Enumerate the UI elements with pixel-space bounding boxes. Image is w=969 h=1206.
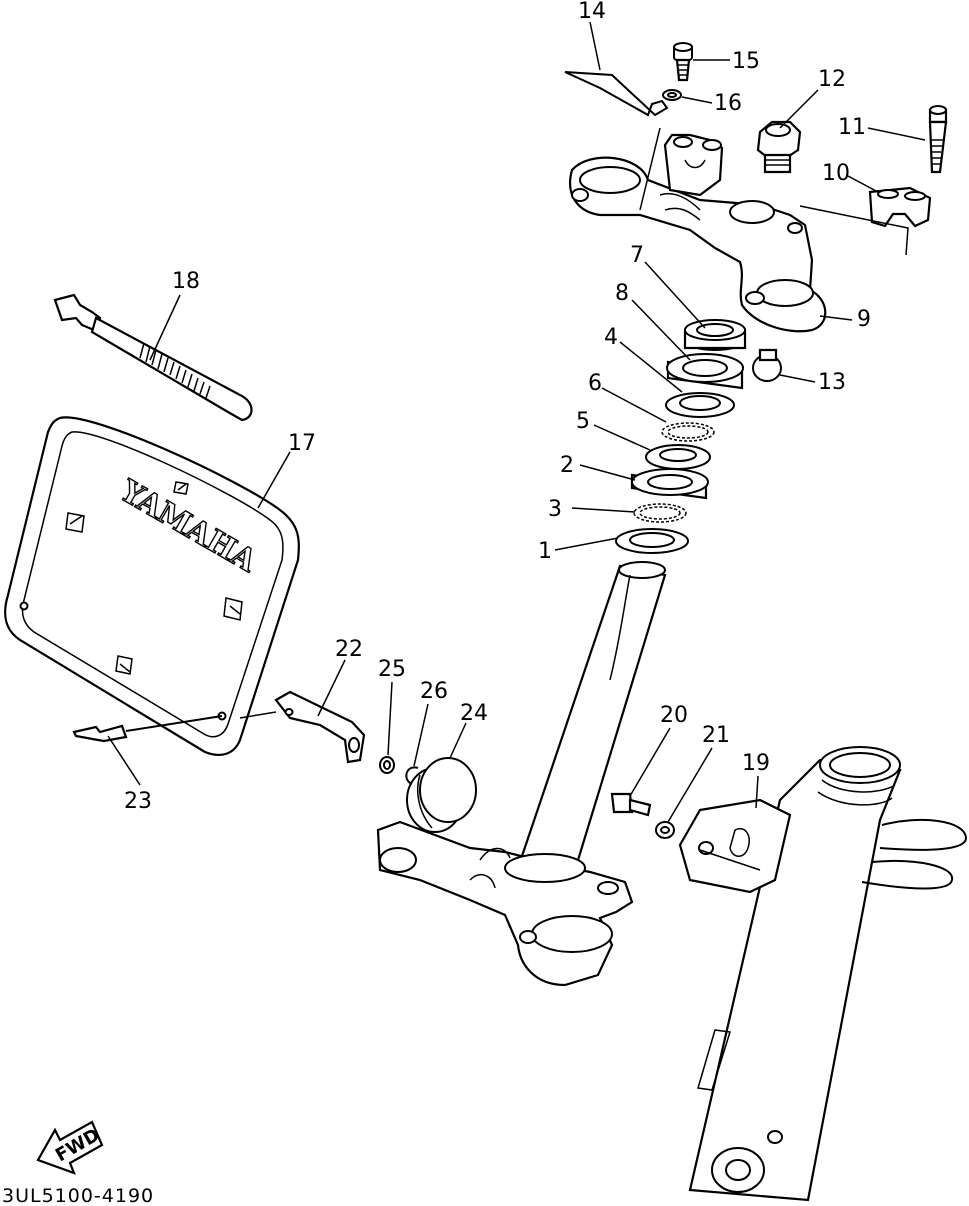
callout-labels: 1 2 3 4 5 6 7 8 9 10 11 12 13 14 15 16 1…: [124, 0, 871, 814]
headlight-bracket-19: [678, 798, 792, 894]
callout-26: 26: [420, 679, 448, 704]
callout-3: 3: [548, 497, 562, 522]
washer-16: [662, 89, 682, 101]
callout-5: 5: [576, 409, 590, 434]
handlebar-holder-10: [799, 186, 932, 256]
callout-19: 19: [742, 751, 770, 776]
bolt-11: [928, 105, 948, 174]
upper-bracket: [569, 133, 827, 333]
rivet-23: [72, 715, 223, 743]
callout-16: 16: [714, 91, 742, 116]
ball-set-6: [661, 422, 715, 442]
drawing-code: 3UL5100-4190: [2, 1185, 154, 1206]
washer-25: [379, 756, 395, 774]
callout-13: 13: [818, 370, 846, 395]
callout-23: 23: [124, 789, 152, 814]
bolt-20: [610, 792, 652, 817]
callout-18: 18: [172, 269, 200, 294]
ball-race-cover-4: [665, 392, 735, 418]
callout-8: 8: [615, 281, 629, 306]
wire-guide-14: [564, 71, 669, 211]
callout-17: 17: [288, 431, 316, 456]
callout-2: 2: [560, 453, 574, 478]
ring-nut-7: [683, 319, 747, 351]
bolt-15: [673, 42, 693, 82]
callout-22: 22: [335, 637, 363, 662]
leader-plate-bracket: [239, 711, 277, 719]
fwd-arrow-icon: FWD: [36, 1120, 104, 1175]
callout-14: 14: [578, 0, 606, 24]
ball-set-3: [633, 503, 687, 523]
callout-25: 25: [378, 657, 406, 682]
callout-4: 4: [604, 325, 618, 350]
steering-stem: [518, 561, 667, 872]
ball-race-5: [645, 444, 711, 470]
callout-11: 11: [838, 115, 866, 140]
callout-21: 21: [702, 723, 730, 748]
lower-bracket: [376, 820, 634, 987]
rubber-washer-8: [666, 353, 744, 390]
ball-race-1: [615, 528, 689, 554]
cable-tie-18: [53, 293, 253, 422]
cap-bolt-13: [752, 348, 782, 382]
callout-7: 7: [630, 243, 644, 268]
ball-race-2: [630, 468, 709, 500]
callout-12: 12: [818, 67, 846, 92]
number-plate-bracket-22: [274, 690, 366, 764]
washer-21: [655, 821, 675, 839]
callout-10: 10: [822, 161, 850, 186]
callout-20: 20: [660, 703, 688, 728]
plug-24: [406, 757, 477, 833]
circlip-26: [405, 766, 419, 785]
number-plate-17: YAMAHA: [4, 416, 300, 756]
callout-15: 15: [732, 49, 760, 74]
callout-6: 6: [588, 371, 602, 396]
leader-lines: [107, 21, 926, 823]
callout-24: 24: [460, 701, 488, 726]
callout-9: 9: [857, 307, 871, 332]
steering-nut-12: [756, 120, 802, 174]
front-fork: [688, 746, 968, 1202]
callout-1: 1: [538, 539, 552, 564]
